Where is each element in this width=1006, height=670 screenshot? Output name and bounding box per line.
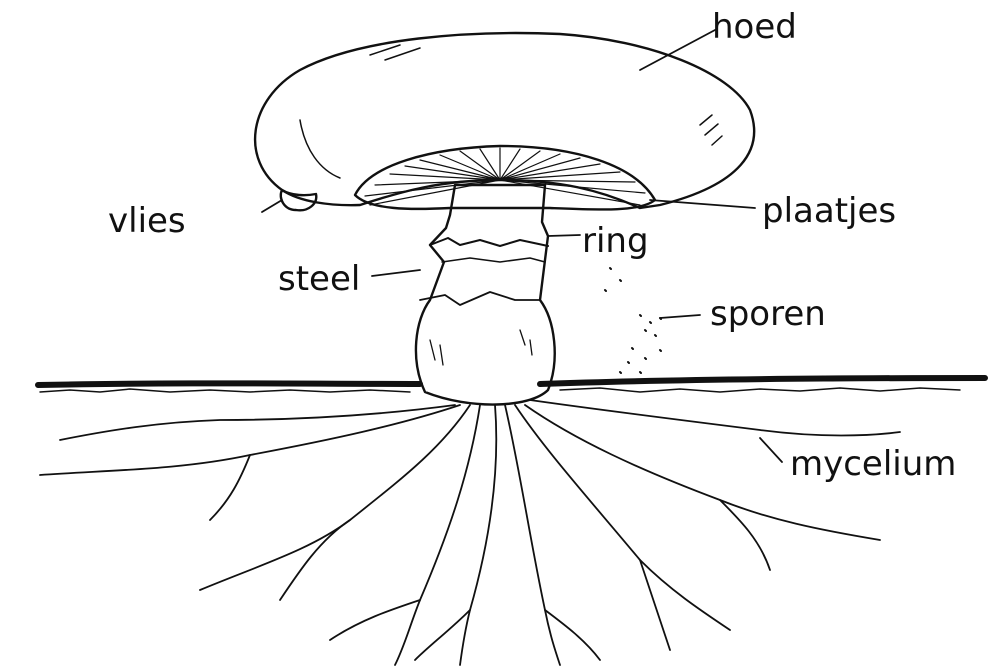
label-vlies: vlies <box>108 201 186 241</box>
label-ring: ring <box>582 221 649 261</box>
label-hoed: hoed <box>712 7 797 47</box>
leader-lines <box>262 30 782 462</box>
ground-line <box>38 378 985 385</box>
gill-lines <box>365 148 645 205</box>
label-plaatjes: plaatjes <box>762 191 896 231</box>
ring <box>430 238 548 246</box>
spores <box>600 250 661 373</box>
mycelium-roots <box>40 400 900 665</box>
label-steel: steel <box>278 259 360 299</box>
label-sporen: sporen <box>710 294 826 334</box>
cap-outline <box>255 33 754 208</box>
veil-remnant <box>281 190 316 210</box>
label-mycelium: mycelium <box>790 444 956 484</box>
